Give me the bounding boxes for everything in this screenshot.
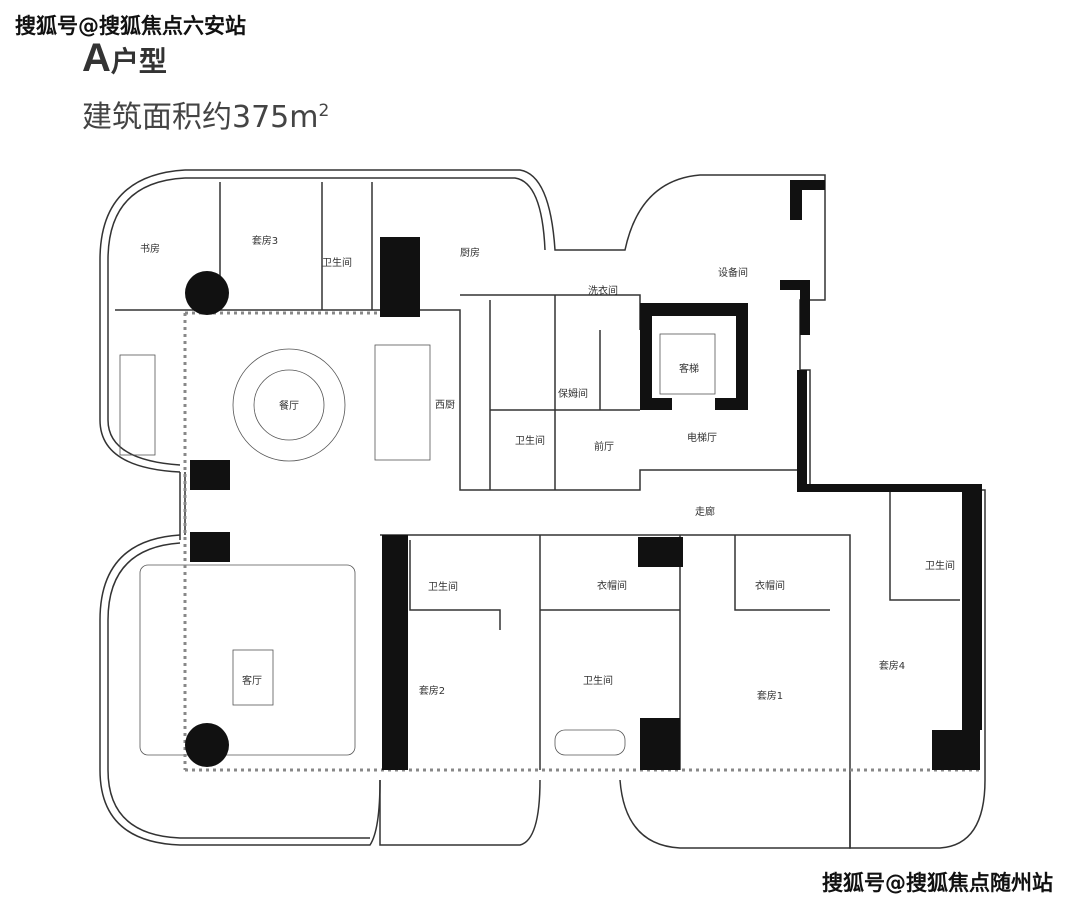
- label-living: 客厅: [242, 674, 262, 687]
- label-elevator: 客梯: [679, 362, 699, 375]
- unit-letter: A: [82, 36, 111, 80]
- label-maid-room: 保姆间: [558, 387, 588, 400]
- label-bath-north: 卫生间: [322, 256, 352, 269]
- label-closet1: 衣帽间: [597, 579, 627, 592]
- sofa-study: [119, 354, 156, 456]
- label-suite1: 套房1: [757, 689, 783, 702]
- label-closet2: 衣帽间: [755, 579, 785, 592]
- dining-table-outer: [232, 348, 346, 462]
- label-laundry: 洗衣间: [588, 284, 618, 297]
- label-suite2: 套房2: [419, 684, 445, 697]
- label-elevator-hall: 电梯厅: [687, 431, 717, 444]
- boundary-dash-lines: [183, 311, 980, 772]
- unit-type-title: A户型: [82, 36, 167, 81]
- label-bath-suite2: 卫生间: [428, 580, 458, 593]
- dining-table: [253, 369, 325, 441]
- label-kitchen: 厨房: [460, 246, 480, 259]
- coffee-table: [232, 649, 274, 706]
- label-bath-suite4: 卫生间: [925, 559, 955, 572]
- floor-area-label: 建筑面积约375m: [82, 100, 319, 135]
- kitchen-island: [374, 344, 431, 461]
- label-corridor: 走廊: [695, 505, 715, 518]
- label-suite3: 套房3: [252, 234, 278, 247]
- floor-area-unit-sup: 2: [318, 101, 330, 121]
- unit-suffix: 户型: [110, 46, 167, 77]
- label-study: 书房: [140, 242, 160, 255]
- label-equipment: 设备间: [718, 266, 748, 279]
- room-labels: 书房 套房3 卫生间 厨房 设备间 洗衣间 客梯 餐厅 西厨 保姆间 卫生间 前…: [140, 234, 955, 702]
- label-suite4: 套房4: [879, 659, 905, 672]
- interior-walls: [115, 182, 960, 780]
- label-dining: 餐厅: [279, 399, 299, 412]
- structural-columns: [185, 180, 982, 770]
- label-bath-maid: 卫生间: [515, 434, 545, 447]
- bathtub: [554, 729, 626, 756]
- label-west-kitchen: 西厨: [435, 399, 455, 411]
- elevator-car: [659, 333, 716, 395]
- label-bath-suite1: 卫生间: [583, 674, 613, 687]
- watermark-bottom: 搜狐号@搜狐焦点随州站: [822, 871, 1053, 895]
- label-foyer: 前厅: [594, 440, 614, 453]
- living-rug: [139, 564, 356, 756]
- floor-area: 建筑面积约375m2: [82, 92, 329, 136]
- watermark-top: 搜狐号@搜狐焦点六安站: [15, 14, 246, 38]
- outer-walls: [99, 169, 986, 849]
